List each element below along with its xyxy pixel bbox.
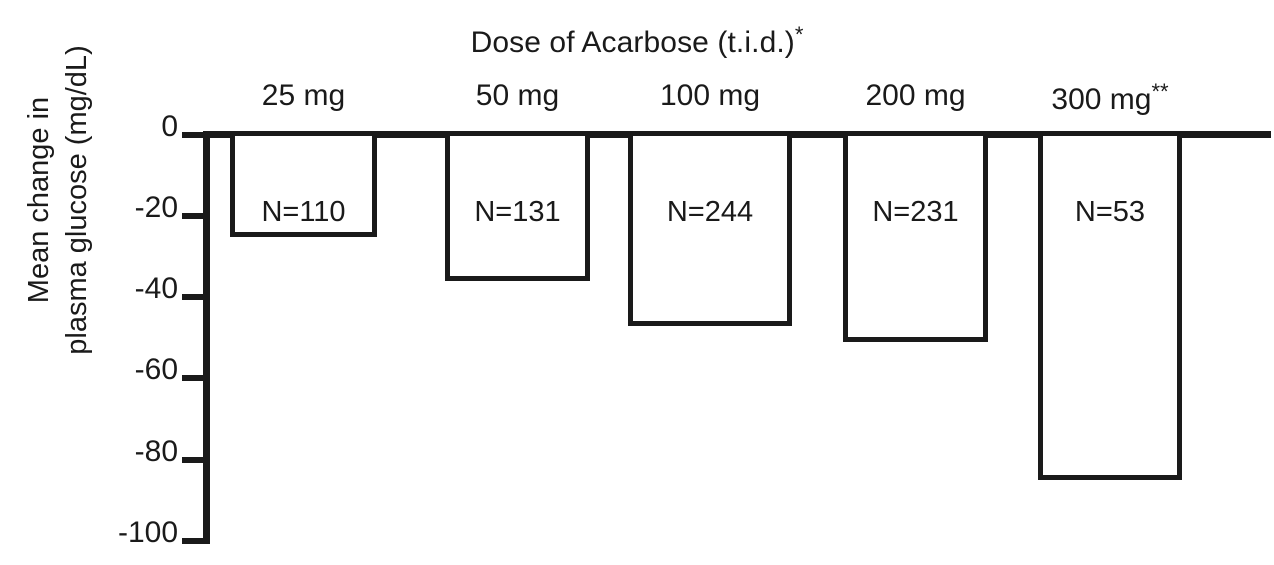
bar-sample-size-label: N=53 xyxy=(1074,196,1146,228)
x-axis-category-label: 50 mg xyxy=(405,79,630,113)
y-axis-tick xyxy=(182,294,204,300)
x-axis-category-label: 25 mg xyxy=(190,79,417,113)
x-axis-category-text: 200 mg xyxy=(865,79,966,112)
y-axis-tick-label: -40 xyxy=(134,272,178,305)
chart-title: Dose of Acarbose (t.i.d.)* xyxy=(0,22,1274,60)
x-axis-category-text: 100 mg xyxy=(659,79,761,112)
y-axis-spine xyxy=(203,131,210,544)
bar-sample-size-label: N=244 xyxy=(666,196,754,228)
y-axis-tick-label: -80 xyxy=(134,435,178,468)
y-axis-tick xyxy=(182,132,204,138)
x-axis-category-text: 25 mg xyxy=(261,79,346,112)
y-axis-tick xyxy=(182,375,204,381)
y-axis-tick xyxy=(182,538,204,544)
bar[interactable]: N=131 xyxy=(445,131,590,282)
y-axis-tick xyxy=(182,457,204,463)
x-axis-category-label: 100 mg xyxy=(588,79,832,113)
bar[interactable]: N=110 xyxy=(230,131,377,237)
y-axis-title-line1: Mean change in xyxy=(23,96,55,304)
y-axis-tick-label: -100 xyxy=(117,516,178,549)
y-axis-tick xyxy=(182,213,204,219)
x-axis-category-text: 300 mg xyxy=(1051,83,1152,116)
y-axis-tick-label: -20 xyxy=(134,191,178,224)
x-axis-category-text: 50 mg xyxy=(475,79,560,112)
chart-title-superscript: * xyxy=(794,22,804,47)
x-axis-category-superscript: ** xyxy=(1151,79,1169,104)
bar[interactable]: N=53 xyxy=(1038,131,1182,481)
y-axis-tick-label: -60 xyxy=(134,353,178,386)
chart-title-text: Dose of Acarbose (t.i.d.) xyxy=(470,26,795,59)
bar-sample-size-label: N=231 xyxy=(872,196,959,228)
x-axis-category-label: 300 mg** xyxy=(998,79,1222,117)
bar[interactable]: N=244 xyxy=(628,131,792,326)
bar-sample-size-label: N=110 xyxy=(261,196,346,228)
bar-sample-size-label: N=131 xyxy=(474,196,561,228)
x-axis-category-label: 200 mg xyxy=(803,79,1028,113)
bar[interactable]: N=231 xyxy=(843,131,988,343)
y-axis-tick-label: 0 xyxy=(161,110,178,143)
